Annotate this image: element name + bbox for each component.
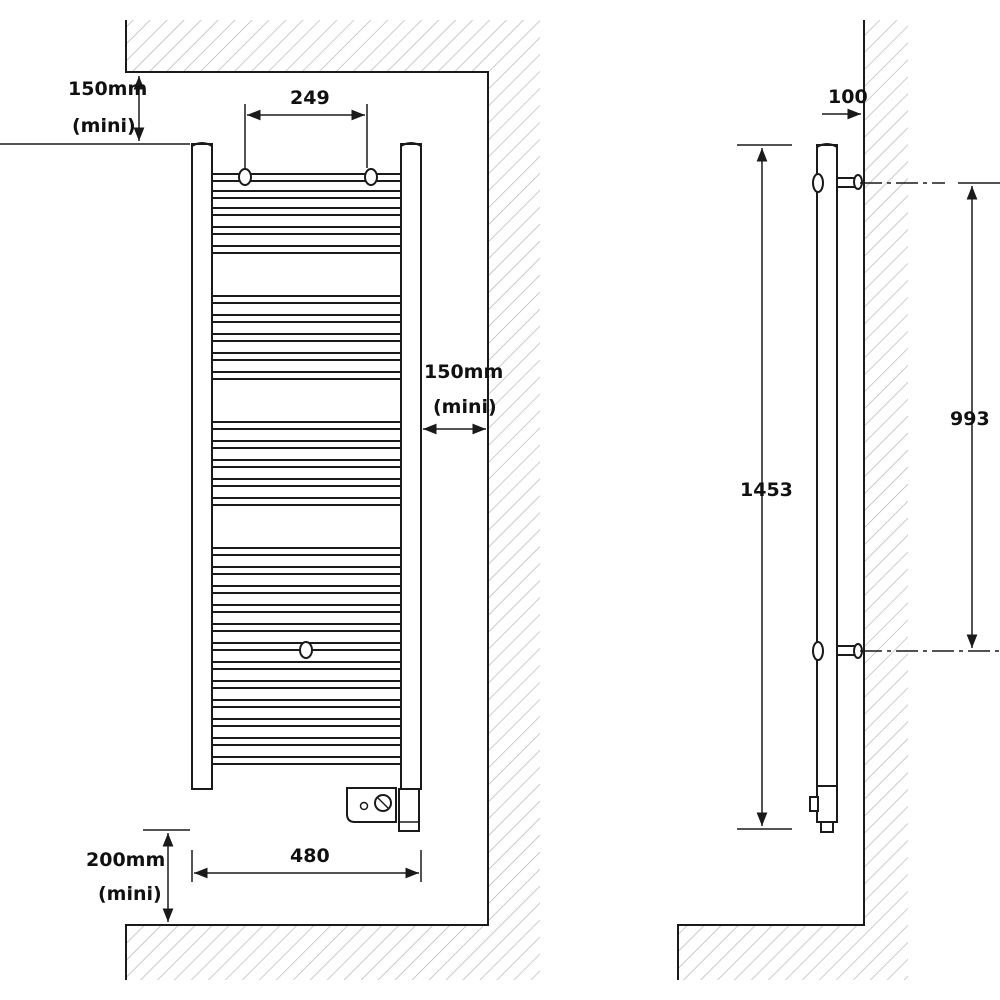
towel-radiator-front (191, 142, 422, 832)
heating-element-icon (346, 787, 420, 832)
floor-clearance-label: 200mm (86, 849, 165, 871)
towel-bar (211, 623, 402, 632)
width-label: 480 (290, 845, 330, 867)
towel-bar (211, 371, 402, 380)
towel-bar (211, 756, 402, 765)
wall-offset-label: 100 (828, 86, 868, 108)
towel-bar (211, 699, 402, 708)
towel-bar (211, 207, 402, 216)
dimension-top-clearance: 150mm (mini) (68, 76, 147, 141)
towel-bar (211, 585, 402, 594)
towel-bar (211, 440, 402, 449)
towel-bar (211, 478, 402, 487)
bracket-right-icon (364, 168, 378, 186)
towel-bar (211, 314, 402, 323)
towel-bar (211, 245, 402, 254)
towel-bar (211, 459, 402, 468)
dimension-bracket-vertical: 993 (860, 182, 1000, 652)
dimension-width: 480 (191, 845, 422, 882)
dimension-wall-offset: 100 (822, 86, 868, 120)
towel-bar (211, 661, 402, 670)
bracket-bottom-icon (299, 641, 313, 659)
side-clearance-label: 150mm (424, 361, 503, 383)
dimension-side-clearance: 150mm (mini) (423, 361, 503, 435)
towel-bar (211, 604, 402, 613)
side-heating-element-icon (809, 785, 838, 833)
towel-bar (211, 421, 402, 430)
towel-bar (211, 226, 402, 235)
dimension-height: 1453 (737, 144, 793, 830)
side-bracket-bottom-icon (812, 641, 824, 661)
towel-bar (211, 737, 402, 746)
towel-radiator-side (809, 143, 863, 833)
side-bracket-top-icon (812, 173, 824, 193)
towel-bar (211, 566, 402, 575)
height-label: 1453 (740, 479, 793, 501)
front-wall-recess (125, 20, 540, 980)
side-upright (816, 144, 838, 791)
towel-bar (211, 333, 402, 342)
towel-bar (211, 190, 402, 199)
dimension-floor-clearance: 200mm (mini) (86, 829, 190, 922)
towel-bar (211, 680, 402, 689)
towel-bar (211, 352, 402, 361)
left-upright (191, 143, 213, 790)
bracket-left-icon (238, 168, 252, 186)
top-clearance-note: (mini) (72, 115, 136, 137)
towel-bar (211, 718, 402, 727)
top-clearance-label: 150mm (68, 78, 147, 100)
side-wall (677, 20, 908, 980)
towel-bar (211, 547, 402, 556)
towel-bar (211, 295, 402, 304)
towel-bars (211, 173, 402, 765)
dimension-bracket-spacing: 249 (244, 87, 368, 168)
right-upright (400, 143, 422, 790)
bracket-spacing-label: 249 (290, 87, 330, 109)
bracket-vertical-label: 993 (950, 408, 990, 430)
towel-bar (211, 173, 402, 182)
side-clearance-note: (mini) (433, 396, 497, 418)
floor-clearance-note: (mini) (98, 883, 162, 905)
towel-bar (211, 497, 402, 506)
